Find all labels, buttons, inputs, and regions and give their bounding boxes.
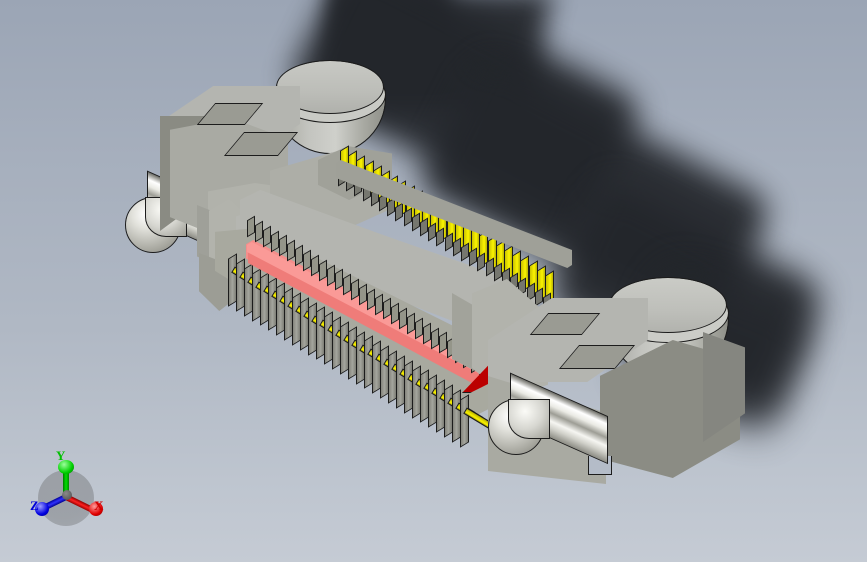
orientation-triad[interactable]: Y X Z [18, 448, 114, 534]
comb-tooth [399, 307, 407, 330]
comb-tooth [383, 297, 391, 320]
comb-tooth [415, 317, 423, 340]
axis-y-tip [58, 460, 74, 474]
comb-tooth [247, 215, 255, 238]
comb-tooth [391, 302, 399, 325]
pin-base [395, 202, 404, 222]
comb-tooth [439, 331, 447, 354]
comb-tooth [271, 230, 279, 252]
axis-label-z: Z [30, 498, 39, 513]
comb-tooth [263, 225, 271, 248]
right-jackscrew[interactable] [488, 370, 609, 470]
comb-tooth [303, 249, 311, 272]
pin-base [477, 252, 486, 272]
comb-tooth [295, 244, 303, 267]
comb-tooth [423, 322, 431, 345]
axis-label-y: Y [56, 448, 66, 463]
comb-tooth [407, 312, 415, 335]
pin-base [436, 227, 445, 247]
comb-tooth [255, 220, 263, 243]
pin-base [428, 222, 437, 242]
pin-base [461, 242, 469, 262]
axis-label-x: X [94, 498, 104, 513]
pin-base [452, 237, 461, 257]
comb-tooth [319, 259, 327, 281]
pin-base [420, 217, 428, 237]
comb-tooth [311, 254, 319, 277]
axis-x-tip [89, 502, 103, 516]
axis-z-tip [35, 502, 49, 516]
axis-y-bar [63, 468, 69, 498]
triad-origin [62, 490, 72, 500]
comb-tooth [279, 234, 287, 257]
left-end-block[interactable] [160, 58, 410, 238]
pin-base [411, 212, 420, 232]
center-insulator-rail [246, 240, 486, 388]
comb-tooth [431, 327, 439, 349]
comb-tooth [327, 264, 335, 286]
pin-base [469, 247, 478, 267]
comb-tooth [287, 239, 295, 262]
